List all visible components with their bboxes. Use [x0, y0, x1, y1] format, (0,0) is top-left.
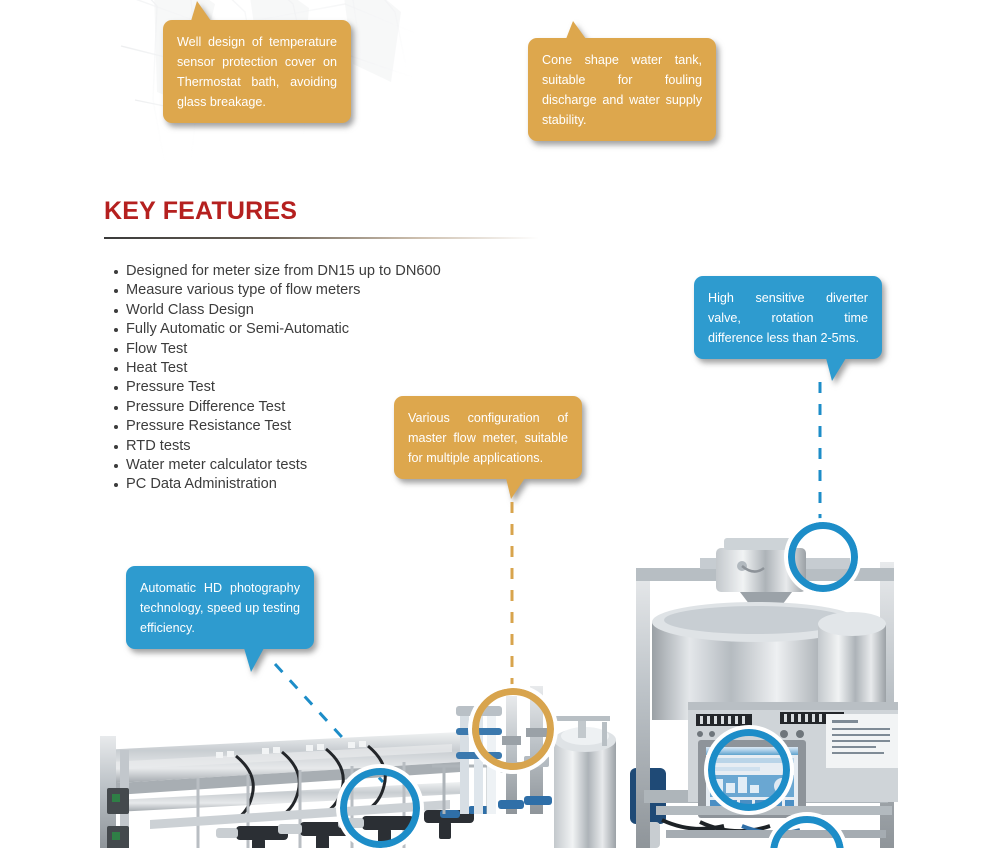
highlight-outline: [468, 684, 558, 774]
callout-tail-icon: [506, 478, 525, 499]
callout-text: Cone shape water tank, suitable for foul…: [542, 53, 702, 127]
callout-text: Various configuration of master flow met…: [408, 411, 568, 465]
list-item: Flow Test: [114, 340, 441, 359]
callout-text: High sensitive diverter valve, rotation …: [708, 291, 868, 345]
feature-list: Designed for meter size from DN15 up to …: [108, 262, 441, 495]
callout-text: Automatic HD photography technology, spe…: [140, 581, 300, 635]
callout-master-flow-meter: Various configuration of master flow met…: [394, 396, 582, 499]
highlight-outline: [784, 518, 862, 596]
callout-tail-icon: [191, 1, 211, 21]
list-item: PC Data Administration: [114, 475, 441, 494]
callout-tail-icon: [244, 648, 264, 672]
list-item: Pressure Test: [114, 378, 441, 397]
cone-water-tank: [554, 716, 616, 848]
list-item: World Class Design: [114, 301, 441, 320]
key-features-header: KEY FEATURES: [104, 197, 564, 239]
highlight-meter-clamp-circle: [336, 764, 424, 848]
list-item: Designed for meter size from DN15 up to …: [114, 262, 441, 281]
callout-text: Well design of temperature sensor protec…: [177, 35, 337, 109]
callout-tail-icon: [566, 21, 586, 39]
list-item: Pressure Resistance Test: [114, 417, 441, 436]
highlight-diverter-valve-circle: [784, 518, 862, 596]
callout-thermostat-bath: Well design of temperature sensor protec…: [163, 1, 351, 123]
callout-hd-photography: Automatic HD photography technology, spe…: [126, 566, 314, 672]
list-item: RTD tests: [114, 437, 441, 456]
callout-water-tank: Cone shape water tank, suitable for foul…: [528, 21, 716, 141]
list-item: Water meter calculator tests: [114, 456, 441, 475]
diverter-valve-unit: [716, 538, 806, 626]
callout-diverter-valve: High sensitive diverter valve, rotation …: [694, 276, 882, 381]
title-divider: [104, 236, 539, 239]
highlight-outline: [336, 764, 424, 848]
highlight-outline: [704, 725, 794, 815]
highlight-hmi-touchscreen-circle: [704, 725, 794, 815]
list-item: Fully Automatic or Semi-Automatic: [114, 320, 441, 339]
highlight-piping-manifold-circle: [766, 812, 848, 848]
page-title: KEY FEATURES: [104, 197, 298, 225]
callout-tail-icon: [826, 358, 846, 381]
list-item: Pressure Difference Test: [114, 398, 441, 417]
highlight-master-meter-circle: [468, 684, 558, 774]
spec-plate: [826, 714, 898, 768]
list-item: Measure various type of flow meters: [114, 281, 441, 300]
list-item: Heat Test: [114, 359, 441, 378]
equipment-photo: [0, 500, 1000, 848]
